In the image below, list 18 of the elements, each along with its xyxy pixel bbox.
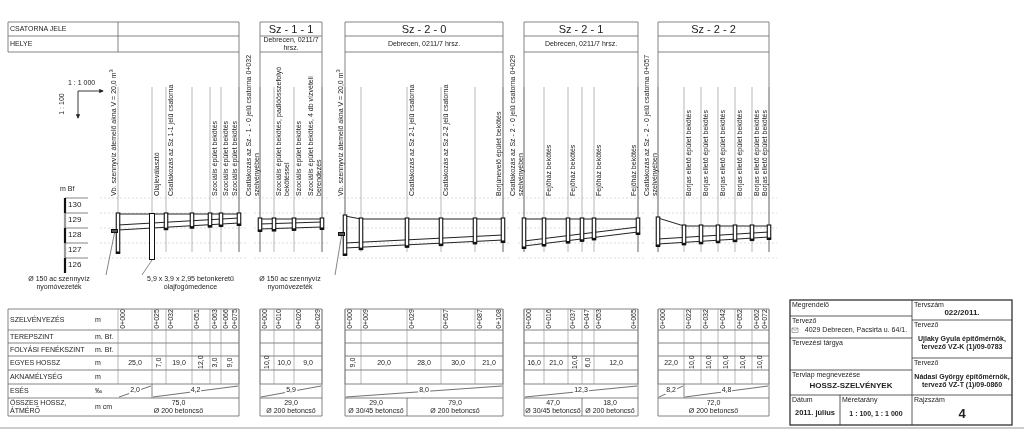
leader-line [105, 232, 115, 276]
sheet-number: 4 [957, 404, 967, 423]
elevation-value: 130 [68, 199, 83, 212]
sewer-line-name: Sz - 2 - 1 [557, 22, 605, 36]
tank-outline [149, 213, 155, 260]
elevation-value: 128 [68, 229, 83, 242]
elevation-value: 127 [68, 244, 83, 257]
sewer-line-name: Sz - 2 - 2 [690, 22, 737, 36]
drawing-number: 022/2011. [943, 309, 981, 319]
sewer-line-name: Sz - 2 - 0 [400, 22, 448, 36]
pipe-stub [111, 229, 118, 233]
elevation-value: 129 [68, 214, 83, 227]
elevation-value: 126 [68, 259, 83, 272]
sheet-title: HOSSZ-SZELVÉNYEK [808, 380, 894, 393]
pipe-stub [338, 232, 345, 236]
leader-line [334, 235, 342, 276]
sewer-line-name: Sz - 1 - 1 [267, 22, 315, 36]
leader-line [141, 259, 153, 276]
